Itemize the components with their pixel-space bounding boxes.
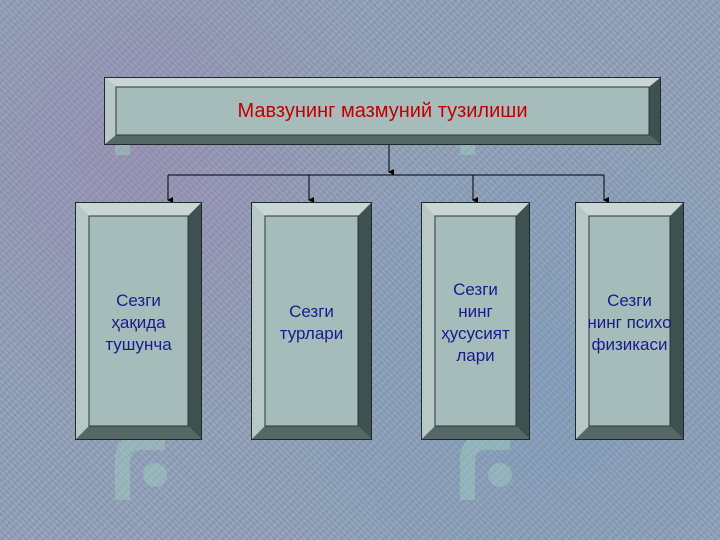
box-sensation-psychophysics: Сезги нинг психо физикаси (575, 202, 684, 440)
bevel-frame (75, 202, 202, 440)
bevel-frame (251, 202, 372, 440)
box-label-4: Сезги нинг психо физикаси (587, 291, 672, 354)
diagram-title: Мавзунинг мазмуний тузилиши (237, 99, 528, 122)
box-sensation-concept: Сезги ҳақида тушунча (75, 202, 202, 440)
box-sensation-types: Сезги турлари (251, 202, 372, 440)
title-box: Мавзунинг мазмуний тузилиши (104, 77, 661, 145)
bevel-frame (575, 202, 684, 440)
bevel-frame (104, 77, 661, 145)
box-label-1: Сезги ҳақида тушунча (105, 291, 172, 354)
box-label-2: Сезги турлари (279, 302, 344, 343)
box-label-3: Сезги нинг ҳусусият лари (441, 280, 510, 365)
bevel-frame (421, 202, 530, 440)
box-sensation-properties: Сезги нинг ҳусусият лари (421, 202, 530, 440)
